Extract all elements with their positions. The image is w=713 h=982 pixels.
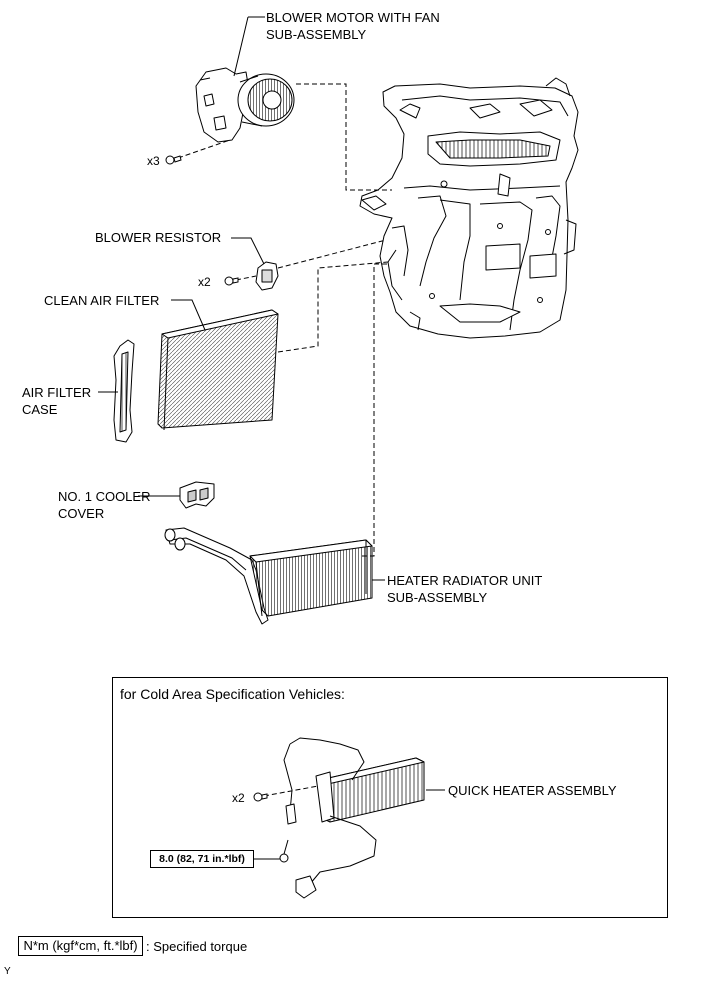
cold-area-inset-box (112, 677, 668, 918)
clean-air-filter-label: CLEAN AIR FILTER (44, 293, 160, 308)
blower-motor-leader-2 (233, 16, 249, 77)
torque-legend-text: : Specified torque (146, 939, 248, 954)
blower-screw-icon (165, 155, 182, 165)
resistor-screw-guide-line (235, 275, 257, 281)
heater-radiator-label-line2: SUB-ASSEMBLY (387, 590, 488, 605)
blower-motor-with-fan (195, 67, 295, 143)
air-filter-case-label-line2: CASE (22, 402, 58, 417)
resistor-guide-line (277, 239, 387, 269)
resistor-screw-quantity: x2 (198, 275, 211, 289)
blower-motor-label-line2: SUB-ASSEMBLY (266, 27, 367, 42)
quick-heater-screw-icon (253, 792, 268, 802)
air-filter-case (113, 339, 135, 443)
air-filter-case-label-line1: AIR FILTER (22, 385, 92, 400)
corner-mark: Y (4, 966, 11, 977)
quick-heater-screw-guide-line (263, 785, 319, 797)
blower-screw-quantity: x3 (147, 154, 160, 168)
hvac-case-unit (359, 77, 579, 339)
filter-guide-line (277, 261, 389, 353)
blower-resistor-label: BLOWER RESISTOR (95, 230, 222, 245)
heater-radiator-unit (164, 527, 373, 625)
blower-motor-guide-line (296, 83, 392, 191)
clean-air-filter (157, 309, 279, 431)
clean-air-filter-leader (171, 299, 206, 331)
quick-heater-label: QUICK HEATER ASSEMBLY (448, 783, 617, 798)
resistor-screw-icon (224, 276, 239, 286)
cold-area-title: for Cold Area Specification Vehicles: (120, 686, 345, 702)
heater-guide-line (362, 263, 388, 557)
blower-resistor-leader (231, 237, 265, 265)
cooler-cover-label-line1: NO. 1 COOLER (58, 489, 151, 504)
quick-heater-screw-quantity: x2 (232, 791, 245, 805)
cooler-cover-label-line2: COVER (58, 506, 105, 521)
heater-radiator-label-line1: HEATER RADIATOR UNIT (387, 573, 543, 588)
torque-spec-box: 8.0 (82, 71 in.*lbf) (150, 850, 254, 868)
blower-screw-guide-line (177, 139, 231, 159)
no1-cooler-cover (179, 481, 215, 509)
blower-motor-label-line1: BLOWER MOTOR WITH FAN (266, 10, 440, 25)
torque-legend-box: N*m (kgf*cm, ft.*lbf) (18, 936, 143, 956)
torque-bolt-icon (279, 839, 289, 863)
quick-heater-assembly (283, 737, 425, 899)
blower-resistor (255, 261, 279, 291)
